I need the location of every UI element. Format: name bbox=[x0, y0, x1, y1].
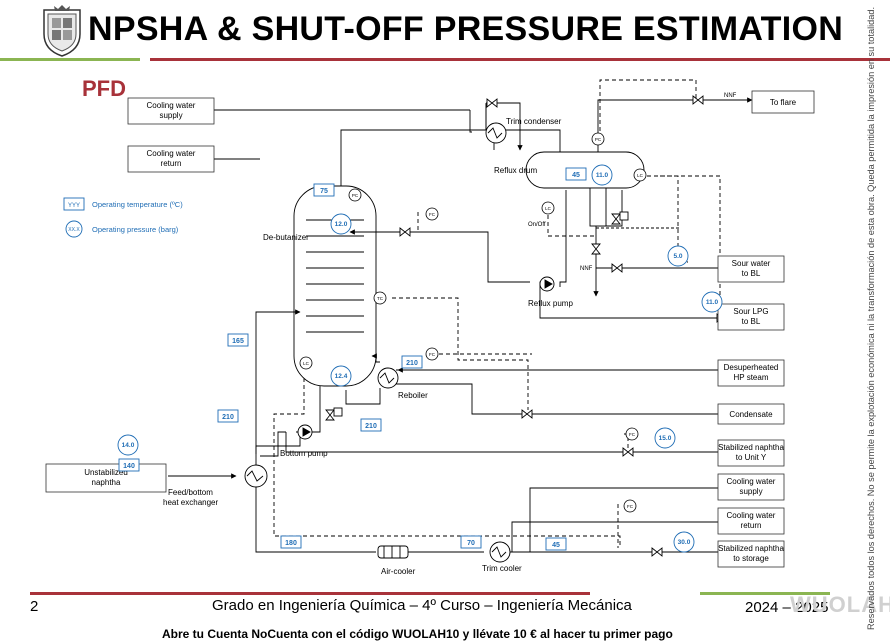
temp-165: 165 bbox=[232, 338, 244, 345]
temp-feed-in: 140 bbox=[123, 463, 135, 470]
label-reboiler: Reboiler bbox=[398, 391, 428, 400]
course-info: Grado en Ingeniería Química – 4º Curso –… bbox=[212, 597, 632, 614]
fc-tag-reflux: FC bbox=[429, 212, 436, 217]
pres-top: 12.0 bbox=[335, 221, 348, 228]
label-bottom-pump: Bottom pump bbox=[280, 449, 328, 458]
temp-drum: 45 bbox=[572, 172, 580, 179]
legend-pres-symbol: XX.X bbox=[68, 227, 80, 233]
wuolah-watermark: WUOLAH bbox=[790, 592, 890, 617]
stream-to-flare: To flare bbox=[770, 98, 797, 107]
fc-tag-storage: FC bbox=[627, 504, 634, 509]
footer-rule-red bbox=[30, 592, 590, 595]
promo-banner[interactable]: Abre tu Cuenta NoCuenta con el código WU… bbox=[162, 627, 673, 641]
pres-storage: 30.0 bbox=[678, 539, 691, 546]
pc-tag-column: PC bbox=[352, 193, 359, 198]
lc-tag-column: LC bbox=[303, 361, 310, 366]
label-debutanizer: De-butanizer bbox=[263, 233, 309, 242]
pres-sour-lpg: 11.0 bbox=[706, 299, 719, 306]
temp-top: 75 bbox=[320, 188, 328, 195]
pres-sour-water: 5.0 bbox=[673, 253, 682, 260]
legend-pres-label: Operating pressure (barg) bbox=[92, 225, 179, 234]
pres-bottom: 12.4 bbox=[335, 373, 348, 380]
lc-tag-drum: LC bbox=[637, 173, 644, 178]
legend-temp-label: Operating temperature (ºC) bbox=[92, 200, 183, 209]
tc-tag-column: TC bbox=[377, 296, 384, 301]
temp-45: 45 bbox=[552, 542, 560, 549]
pres-feed: 14.0 bbox=[122, 442, 135, 449]
temp-reb-out: 210 bbox=[365, 423, 377, 430]
page-title: NPSHA & SHUT-OFF PRESSURE ESTIMATION bbox=[88, 10, 844, 48]
legend-temp-symbol: YYY bbox=[68, 203, 80, 209]
header-rule-red bbox=[150, 58, 890, 61]
pfd-diagram: PC PC FC TC FC LC LC LC FC FC Cooling wa… bbox=[45, 79, 815, 576]
section-label: PFD bbox=[82, 76, 126, 101]
label-nnf-mid: NNF bbox=[580, 266, 593, 272]
fc-tag-naphtha: FC bbox=[629, 432, 636, 437]
header-rule-green bbox=[0, 58, 140, 61]
side-rights-text: Reservados todos los derechos. No se per… bbox=[866, 6, 876, 630]
stream-condensate: Condensate bbox=[729, 410, 773, 419]
temp-70: 70 bbox=[467, 540, 475, 547]
label-reflux-pump: Reflux pump bbox=[528, 299, 573, 308]
label-air-cooler: Air-cooler bbox=[381, 567, 416, 576]
page-number: 2 bbox=[30, 598, 39, 615]
label-nnf-top: NNF bbox=[724, 93, 737, 99]
temp-reb-in: 210 bbox=[406, 360, 418, 367]
pc-tag-top: PC bbox=[595, 137, 602, 142]
label-reflux-drum: Reflux drum bbox=[494, 166, 537, 175]
temp-feed: 210 bbox=[222, 414, 234, 421]
label-trim-condenser: Trim condenser bbox=[506, 117, 562, 126]
legend-temp-box bbox=[63, 197, 85, 211]
university-crest-logo bbox=[43, 5, 81, 57]
label-trim-cooler: Trim cooler bbox=[482, 564, 522, 573]
fc-tag-reboiler: FC bbox=[429, 352, 436, 357]
academic-year: 2024 – 2025 bbox=[745, 599, 829, 616]
footer-rule-green bbox=[700, 592, 830, 595]
label-on-off: On/Off bbox=[528, 222, 546, 228]
pres-drum: 11.0 bbox=[596, 172, 609, 179]
temp-180: 180 bbox=[285, 540, 297, 547]
pres-unit-y: 15.0 bbox=[659, 435, 672, 442]
legend-pres-circle bbox=[65, 220, 83, 238]
lc-tag-boot: LC bbox=[545, 206, 552, 211]
side-rights-notice: Reservados todos los derechos. No se per… bbox=[864, 6, 884, 630]
